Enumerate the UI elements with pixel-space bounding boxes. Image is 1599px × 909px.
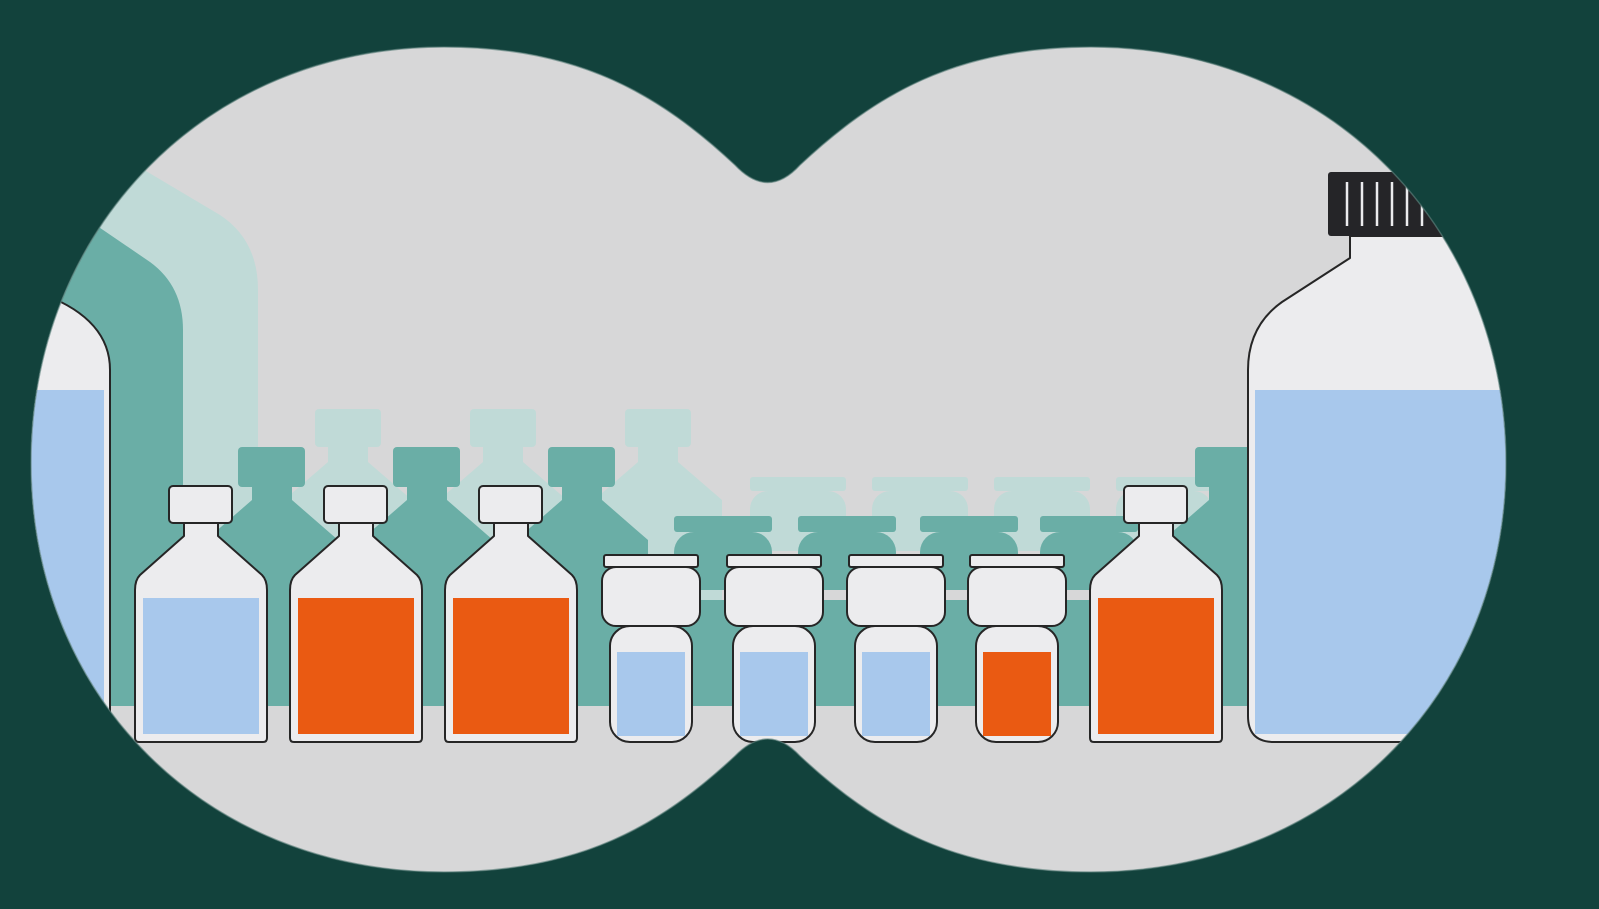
bottle-orange-3 <box>1089 485 1223 743</box>
lens-outline <box>30 46 1507 873</box>
vial-blue-3 <box>846 554 946 743</box>
vial-orange-1 <box>967 554 1067 743</box>
bottle-blue-1 <box>134 485 268 743</box>
vial-blue-1 <box>601 554 701 743</box>
vial-blue-2 <box>724 554 824 743</box>
bottle-orange-2 <box>444 485 578 743</box>
bottle-orange-1 <box>289 485 423 743</box>
